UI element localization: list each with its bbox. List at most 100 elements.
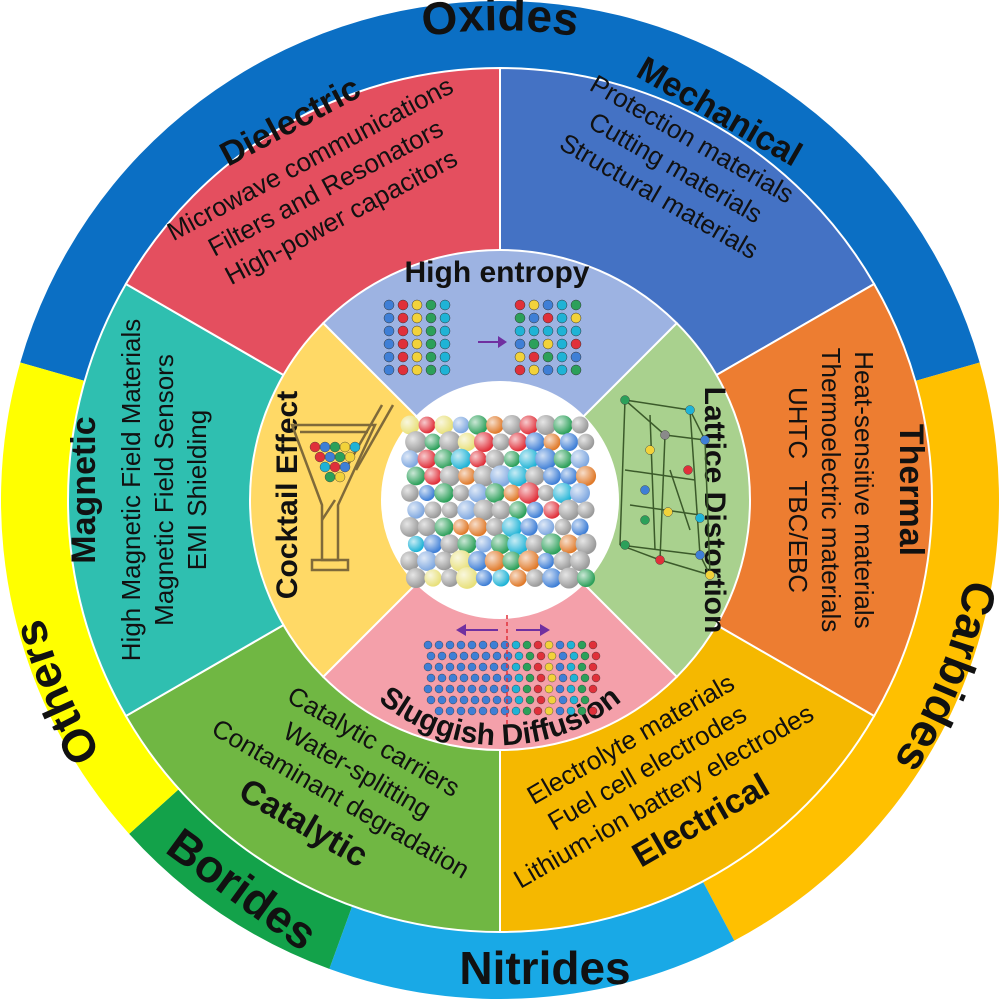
atom-diffusion [569,651,579,661]
cube-atom-highlight [406,466,426,486]
atom-diffusion [503,673,513,683]
cube-atom-highlight [401,484,419,502]
atom-random [514,364,526,376]
diffusion-left-arrow-icon [456,624,498,636]
atom-diffusion [566,706,576,716]
cube-atom-highlight [509,501,527,519]
atom-diffusion [566,684,576,694]
cube-atom-highlight [558,567,580,589]
lattice-edge [619,399,626,546]
lattice-atom [695,550,705,560]
cube-atom-highlight [434,415,454,435]
cube-atom-highlight [400,415,420,435]
atom-diffusion [459,673,469,683]
atom-random [570,312,582,324]
atom-diffusion [423,662,433,672]
atom-diffusion [459,651,469,661]
atom-random [528,299,540,311]
atom-diffusion [544,684,554,694]
atom-random [528,364,540,376]
atom-diffusion [588,684,598,694]
cube-atom-highlight [484,550,506,572]
cube-atom-highlight [473,499,495,521]
cube-atom-highlight [571,416,589,434]
atom-diffusion [500,684,510,694]
cube-atom-highlight [490,465,512,487]
lattice-distortion-icon [619,395,715,580]
atom-ordered [383,299,395,311]
atom-diffusion [481,651,491,661]
cube-atom-highlight [441,501,459,519]
atom-diffusion [580,651,590,661]
atom-diffusion [467,684,477,694]
cube-atom-highlight [457,534,477,554]
cube-atom-highlight [452,416,470,434]
atom-random [542,338,554,350]
atom-diffusion [489,640,499,650]
cube-atom-highlight [558,499,580,521]
atom-diffusion [445,640,455,650]
atom-diffusion [533,640,543,650]
atom-diffusion [555,706,565,716]
atom-cocktail [334,451,346,463]
atom-random [542,299,554,311]
cube-atom-highlight [440,534,460,554]
cube-atom-highlight [400,551,420,571]
cube-atom-highlight [450,550,472,572]
atom-diffusion [434,706,444,716]
atom-ordered [425,364,437,376]
atom-cocktail [324,451,336,463]
atom-diffusion [445,684,455,694]
cube-atom-highlight [418,416,436,434]
lattice-edge [624,399,666,436]
effect-label-lattice-distortion: Lattice Distortion [698,387,731,634]
atom-diffusion [500,640,510,650]
cube-atom-highlight [468,517,488,537]
high-entropy-arrow-icon [478,336,507,348]
cube-atom-highlight [405,567,427,589]
atom-diffusion [467,662,477,672]
atom-diffusion [456,640,466,650]
cube-atom-highlight [537,484,555,502]
atom-diffusion [580,673,590,683]
atom-diffusion [423,640,433,650]
atom-diffusion [470,695,480,705]
cube-atom-highlight [535,448,557,470]
thermal-item-2: Thermoelectric materials [816,348,846,633]
cube-atom-highlight [577,433,595,451]
atom-random [528,325,540,337]
cube-atom-highlight [503,450,521,468]
atom-random [542,364,554,376]
lattice-edge [624,469,696,481]
atom-diffusion [456,662,466,672]
cube-atom-highlight [508,432,528,452]
lattice-edge [649,414,656,551]
atom-diffusion [588,662,598,672]
cube-atom-highlight [456,567,478,589]
atom-diffusion [577,640,587,650]
atom-diffusion [437,673,447,683]
atom-diffusion [481,695,491,705]
lattice-edge [664,434,706,441]
cube-atom-highlight [559,534,579,554]
atom-diffusion [492,651,502,661]
atom-diffusion [555,684,565,694]
cube-atom-highlight [407,501,425,519]
atom-cocktail [349,441,361,453]
atom-ordered [411,364,423,376]
cube-atom-highlight [577,501,595,519]
atom-diffusion [511,684,521,694]
lattice-atom [685,405,695,415]
lattice-edge [689,409,706,441]
atom-diffusion [489,706,499,716]
atom-random [556,364,568,376]
atom-cocktail [344,451,356,463]
atom-diffusion [489,684,499,694]
atom-diffusion [569,695,579,705]
cube-atom-highlight [424,501,442,519]
atom-ordered [397,299,409,311]
atom-ordered [383,312,395,324]
atom-diffusion [522,706,532,716]
outer-label-oxides: Oxides [418,0,582,46]
